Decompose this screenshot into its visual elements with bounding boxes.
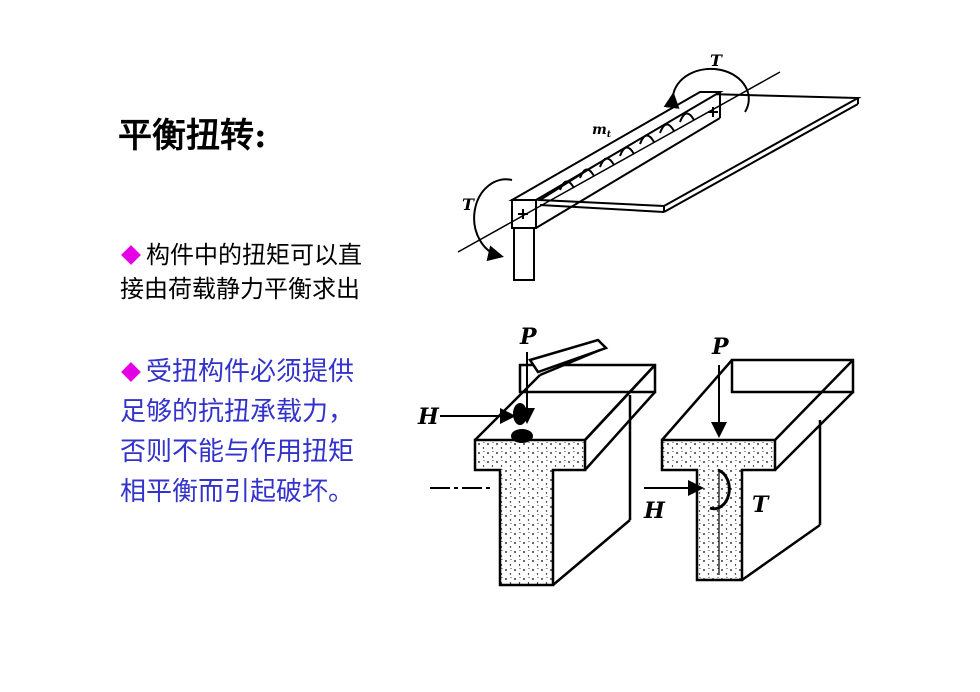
load-arrows-left	[430, 352, 535, 489]
load-label-left: P	[519, 324, 538, 350]
horizontal-label-left: H	[417, 404, 440, 430]
bullet-text-1: 构件中的扭矩可以直接由荷载静力平衡求出	[120, 241, 362, 303]
distributed-torque-label: mt	[592, 122, 612, 140]
bullet-text-2: 受扭构件必须提供足够的抗扭承载力，否则不能与作用扭矩相平衡而引起破坏。	[120, 357, 355, 507]
bullet-item-1: 构件中的扭矩可以直接由荷载静力平衡求出	[120, 238, 370, 306]
torque-label-left: T	[462, 195, 475, 214]
torque-label-right: T	[752, 492, 770, 518]
load-arrows-right	[644, 365, 731, 575]
t-beam-eccentric-figure	[473, 338, 657, 587]
slide-title: 平衡扭转:	[118, 116, 267, 156]
torque-label-top: T	[710, 51, 723, 70]
t-beam-torque-figure	[660, 358, 855, 582]
bullet-item-2: 受扭构件必须提供足够的抗扭承载力，否则不能与作用扭矩相平衡而引起破坏。	[120, 352, 370, 512]
load-label-right: P	[711, 334, 730, 360]
beam-slab-figure	[457, 67, 862, 281]
horizontal-label-right: H	[643, 498, 666, 524]
